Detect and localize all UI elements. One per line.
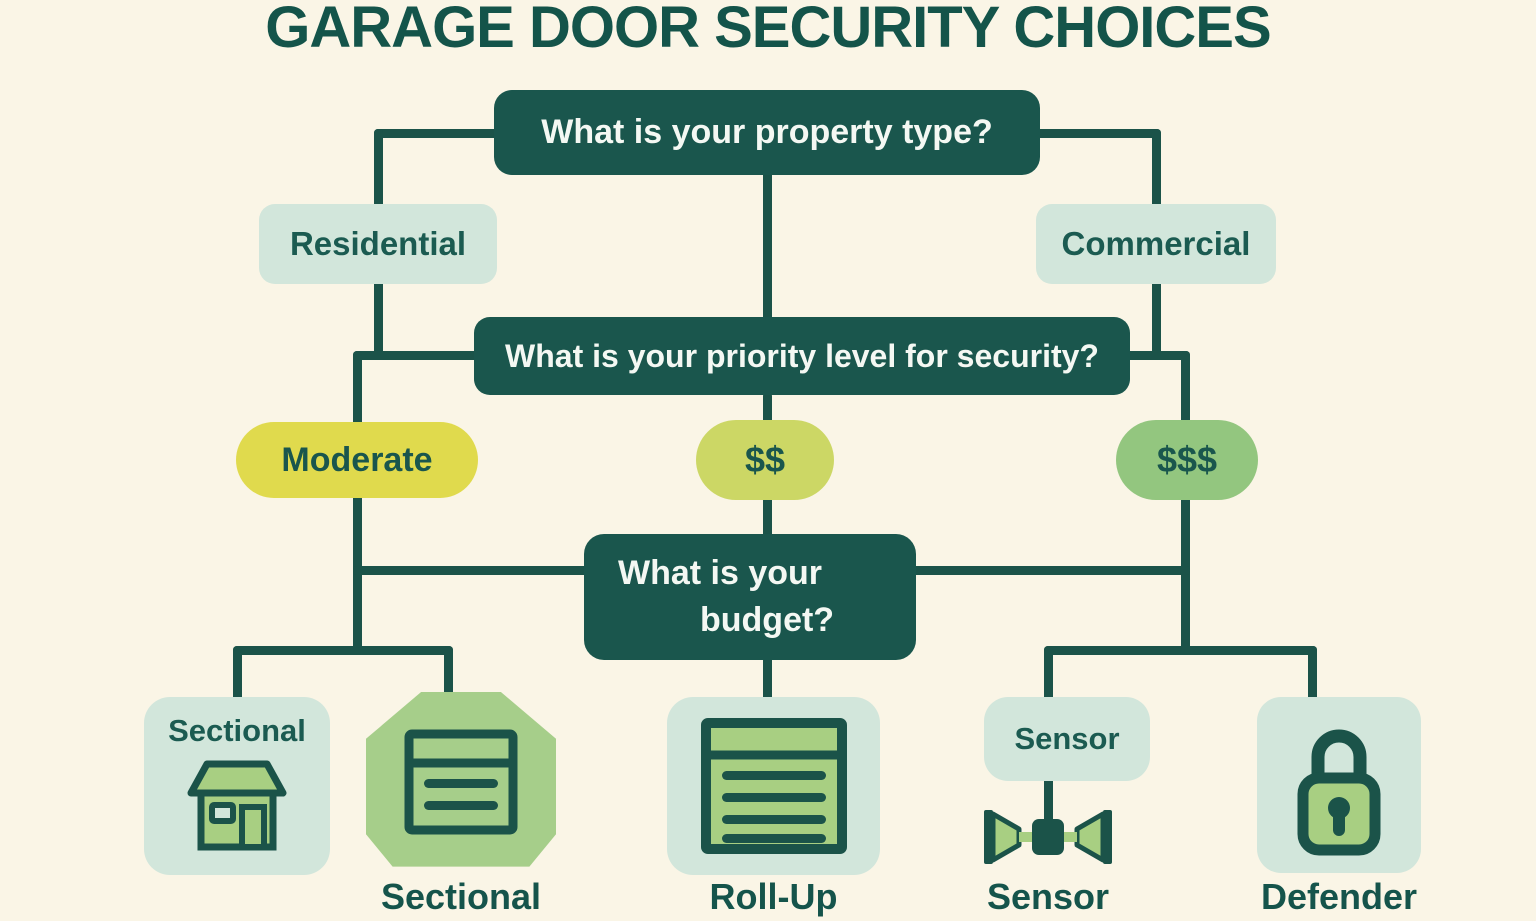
result-sensor-box-label: Sensor xyxy=(1014,721,1120,756)
question-budget-line2: budget? xyxy=(700,601,835,639)
result-defender xyxy=(1257,697,1421,873)
answer-cost-mid-label: $$ xyxy=(744,439,786,480)
answer-cost-high: $$$ xyxy=(1116,420,1258,500)
answer-moderate: Moderate xyxy=(236,422,478,498)
connector-property-right-arm xyxy=(1036,129,1161,138)
result-rollup xyxy=(667,697,880,875)
answer-residential-label: Residential xyxy=(289,225,467,262)
result-sectional-house: Sectional xyxy=(144,697,330,875)
result-sectional-door xyxy=(366,692,556,867)
result-rollup-label: Roll-Up xyxy=(709,876,838,917)
connector-property-left-arm xyxy=(374,129,499,138)
connector-bottom-left-split xyxy=(233,646,453,655)
question-property-type: What is your property type? xyxy=(494,90,1040,175)
photo-eye-sensor-icon xyxy=(980,802,1116,872)
padlock-icon xyxy=(1289,712,1389,858)
question-property-type-label: What is your property type? xyxy=(541,113,993,151)
connector-defender-drop xyxy=(1308,646,1317,706)
connector-sensor-drop xyxy=(1044,646,1053,706)
connector-sectional-house-drop xyxy=(233,646,242,706)
connector-budget-left-arm xyxy=(353,566,593,575)
connector-bottom-right-split xyxy=(1044,646,1317,655)
connector-priority-left-arm xyxy=(353,351,483,360)
connector-budget-right-arm xyxy=(908,566,1190,575)
rollup-garage-door-icon xyxy=(698,715,850,857)
connector-center-top xyxy=(763,170,772,325)
answer-residential: Residential xyxy=(259,204,497,284)
connector-sensor-icon-drop xyxy=(1044,775,1053,835)
answer-moderate-label: Moderate xyxy=(281,440,433,479)
connector-right-main-drop xyxy=(1181,351,1190,655)
connector-left-main-drop xyxy=(353,351,362,655)
result-sectional-house-label: Sectional xyxy=(168,713,306,748)
connector-priority-right-arm xyxy=(1122,351,1190,360)
result-defender-label: Defender xyxy=(1260,876,1418,917)
question-budget: What is your budget? xyxy=(584,534,916,660)
connector-sectional-door-drop xyxy=(444,646,453,701)
page-title: GARAGE DOOR SECURITY CHOICES xyxy=(265,0,1271,60)
house-icon xyxy=(175,755,299,855)
answer-cost-high-label: $$$ xyxy=(1156,439,1218,480)
result-sectional-door-label: Sectional xyxy=(380,876,542,917)
answer-cost-mid: $$ xyxy=(696,420,834,500)
result-sensor-box: Sensor xyxy=(984,697,1150,781)
sectional-garage-door-icon xyxy=(401,726,521,838)
connector-center-bottom xyxy=(763,653,772,703)
result-sensor-label: Sensor xyxy=(986,876,1110,917)
question-budget-line1: What is your xyxy=(618,554,823,592)
answer-commercial-label: Commercial xyxy=(1061,225,1251,262)
question-priority-level-label: What is your priority level for security… xyxy=(505,337,1099,374)
question-priority-level: What is your priority level for security… xyxy=(474,317,1130,395)
answer-commercial: Commercial xyxy=(1036,204,1276,284)
